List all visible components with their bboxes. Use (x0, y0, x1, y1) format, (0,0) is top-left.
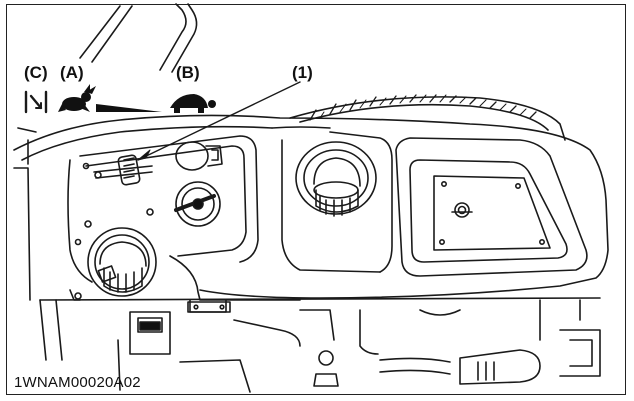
lower-mechanism (39, 297, 601, 393)
steering-column-lines (79, 3, 198, 73)
tire (289, 94, 566, 141)
turtle-icon (170, 94, 216, 113)
fuel-cap (295, 141, 377, 217)
gauge-cap (87, 227, 157, 297)
label-b: (B) (176, 63, 200, 82)
key-switch (74, 162, 221, 246)
throttle-stop-icon (24, 90, 48, 114)
label-c: (C) (24, 63, 48, 82)
rabbit-icon (58, 84, 96, 112)
figure-code: 1WNAM00020A02 (14, 374, 141, 391)
label-a: (A) (60, 63, 84, 82)
throttle-ramp-icon (96, 104, 162, 112)
throttle-lever (93, 154, 153, 186)
callout-leader-line (137, 81, 301, 161)
label-1: (1) (292, 63, 313, 82)
push-knob (175, 141, 223, 171)
dashboard-body (13, 114, 609, 301)
frame-rails (13, 127, 82, 361)
